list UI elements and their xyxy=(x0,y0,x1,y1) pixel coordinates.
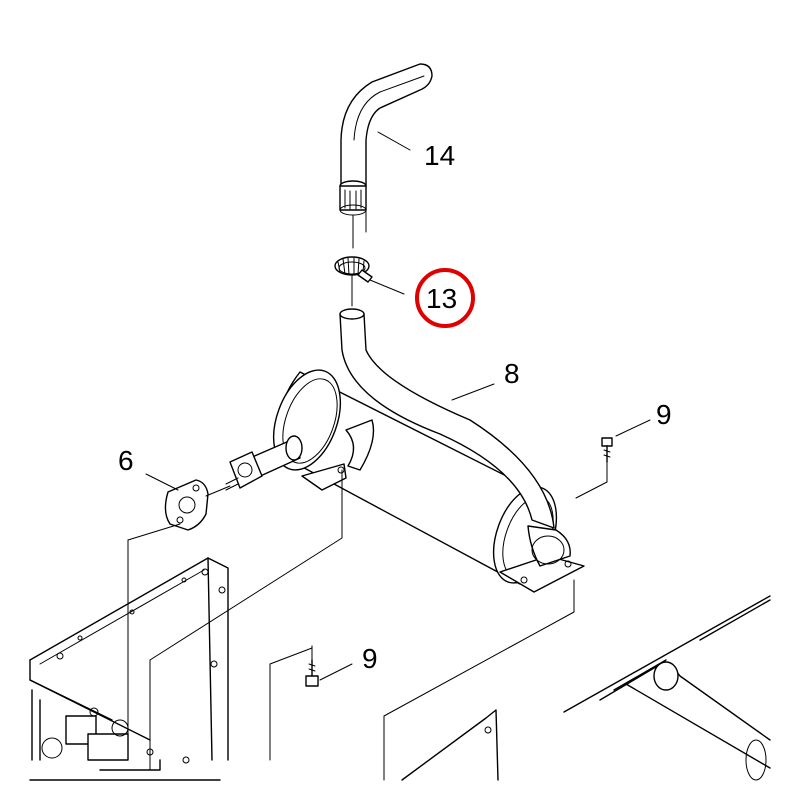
frame-right-lower xyxy=(269,579,771,781)
gasket-part-6 xyxy=(164,479,231,531)
frame-chassis xyxy=(29,469,343,781)
muffler-part-8 xyxy=(225,308,585,593)
callout-14: 14 xyxy=(424,140,455,171)
leader-line-13 xyxy=(369,279,405,295)
tail-pipe-part-14 xyxy=(339,63,433,249)
callout-9-upper: 9 xyxy=(656,399,672,430)
leader-line-9-upper xyxy=(615,419,651,437)
bolt-part-9-lower xyxy=(305,645,319,687)
highlight-circle-13 xyxy=(415,268,475,328)
callout-9-lower: 9 xyxy=(362,643,378,674)
leader-line-9-lower xyxy=(319,663,353,681)
callout-6: 6 xyxy=(118,445,134,476)
hose-clamp-part-13 xyxy=(334,256,373,307)
leader-line-6 xyxy=(145,473,179,491)
bolt-part-9-upper xyxy=(575,437,613,499)
leader-line-8 xyxy=(451,383,495,401)
callout-13: 13 xyxy=(426,283,457,314)
leader-line-14 xyxy=(377,131,411,151)
callout-8: 8 xyxy=(504,358,520,389)
